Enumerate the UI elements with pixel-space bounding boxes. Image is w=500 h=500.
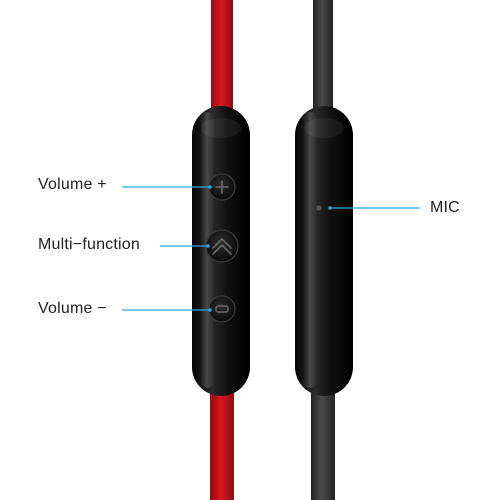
volume-up-button (208, 173, 236, 201)
volume-down-button (208, 295, 236, 323)
leader-dot-multi-function (206, 244, 210, 248)
multi-function-button (205, 229, 239, 263)
volume-up-label: Volume + (38, 176, 107, 193)
red-cable (210, 0, 234, 500)
volume-down-label: Volume − (38, 300, 107, 317)
chevron-up-icon (212, 238, 232, 255)
leader-dot-mic (328, 206, 332, 210)
plus-icon (215, 180, 229, 194)
multi-function-label: Multi−function (38, 236, 140, 253)
leader-lines (122, 185, 420, 312)
mic-label: MIC (430, 199, 460, 216)
mic-hole-icon (316, 205, 322, 211)
leader-dot-volume-down (208, 308, 212, 312)
leader-dot-volume-up (208, 185, 212, 189)
minus-icon (215, 305, 229, 313)
grey-cable (311, 0, 335, 500)
remote-control-right (295, 106, 353, 396)
